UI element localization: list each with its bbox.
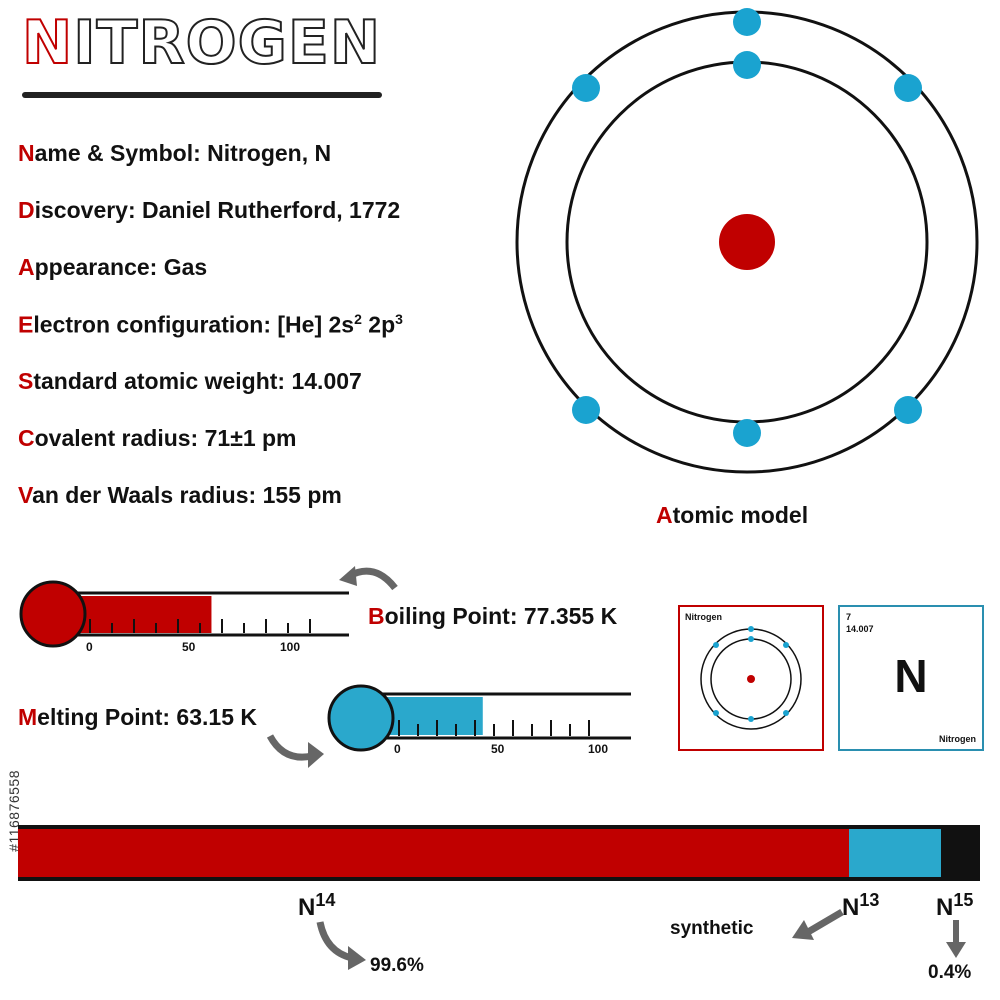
- melting-tick-100: 100: [588, 742, 609, 756]
- electron: [572, 74, 600, 102]
- electron: [733, 51, 761, 79]
- isotope-abundance-bar: [18, 825, 980, 881]
- boiling-tick-50: 50: [182, 640, 196, 654]
- curved-arrow-icon: [339, 566, 398, 591]
- isotope-segment-n14: [18, 829, 850, 877]
- isotope-n14-label: N14: [298, 890, 336, 921]
- atom-model-tile-name: Nitrogen: [685, 612, 722, 622]
- element-name: Nitrogen: [939, 734, 976, 744]
- arrow-icon: [792, 908, 844, 940]
- property-electron-configuration: Electron configuration: [He] 2s2 2p3: [18, 311, 403, 338]
- element-atomic-number: 7: [846, 612, 852, 622]
- isotope-n14-abundance: 99.6%: [370, 955, 424, 976]
- melting-bulb: [327, 684, 395, 752]
- atomic-model-diagram: [515, 8, 979, 474]
- atom-model-tile: Nitrogen: [678, 605, 824, 751]
- element-tile: 7 14.007 N Nitrogen: [838, 605, 984, 751]
- electron: [894, 74, 922, 102]
- electron: [733, 419, 761, 447]
- element-symbol: N: [894, 650, 928, 702]
- property-name-symbol: Name & Symbol: Nitrogen, N: [18, 140, 332, 166]
- boiling-tick-100: 100: [280, 640, 301, 654]
- isotope-segment-n13: [849, 829, 941, 877]
- property-covalent-radius: Covalent radius: 71±1 pm: [18, 425, 297, 451]
- boiling-point-label: Boiling Point: 77.355 K: [368, 603, 618, 629]
- boiling-level-fill: [65, 596, 212, 633]
- boiling-tick-0: 0: [86, 640, 93, 654]
- page-title: NITROGEN: [21, 7, 382, 79]
- electron: [894, 396, 922, 424]
- isotope-segment-n15: [940, 829, 980, 877]
- melting-tick-50: 50: [491, 742, 505, 756]
- melting-point-label: Melting Point: 63.15 K: [18, 704, 257, 730]
- isotope-n13-label: N13: [842, 890, 880, 921]
- element-atomic-weight: 14.007: [846, 624, 874, 634]
- title-underline: [22, 92, 382, 98]
- melting-thermometer: [327, 684, 631, 752]
- property-appearance: Appearance: Gas: [18, 254, 208, 280]
- curved-arrow-icon: [316, 921, 366, 970]
- down-arrow-icon: [946, 920, 966, 958]
- property-vdw-radius: Van der Waals radius: 155 pm: [18, 482, 342, 508]
- property-atomic-weight: Standard atomic weight: 14.007: [18, 368, 362, 394]
- isotope-n13-note: synthetic: [670, 918, 754, 939]
- electron: [733, 8, 761, 36]
- melting-tick-0: 0: [394, 742, 401, 756]
- mini-atom-diagram: [700, 626, 802, 730]
- curved-arrow-icon: [266, 734, 324, 768]
- isotope-n15-abundance: 0.4%: [928, 962, 972, 983]
- atomic-model-caption: Atomic model: [656, 502, 809, 528]
- property-discovery: Discovery: Daniel Rutherford, 1772: [18, 197, 401, 223]
- boiling-thermometer: [19, 580, 349, 648]
- electron: [572, 396, 600, 424]
- nucleus: [719, 214, 775, 270]
- boiling-bulb: [19, 580, 87, 648]
- isotope-n15-label: N15: [936, 890, 974, 921]
